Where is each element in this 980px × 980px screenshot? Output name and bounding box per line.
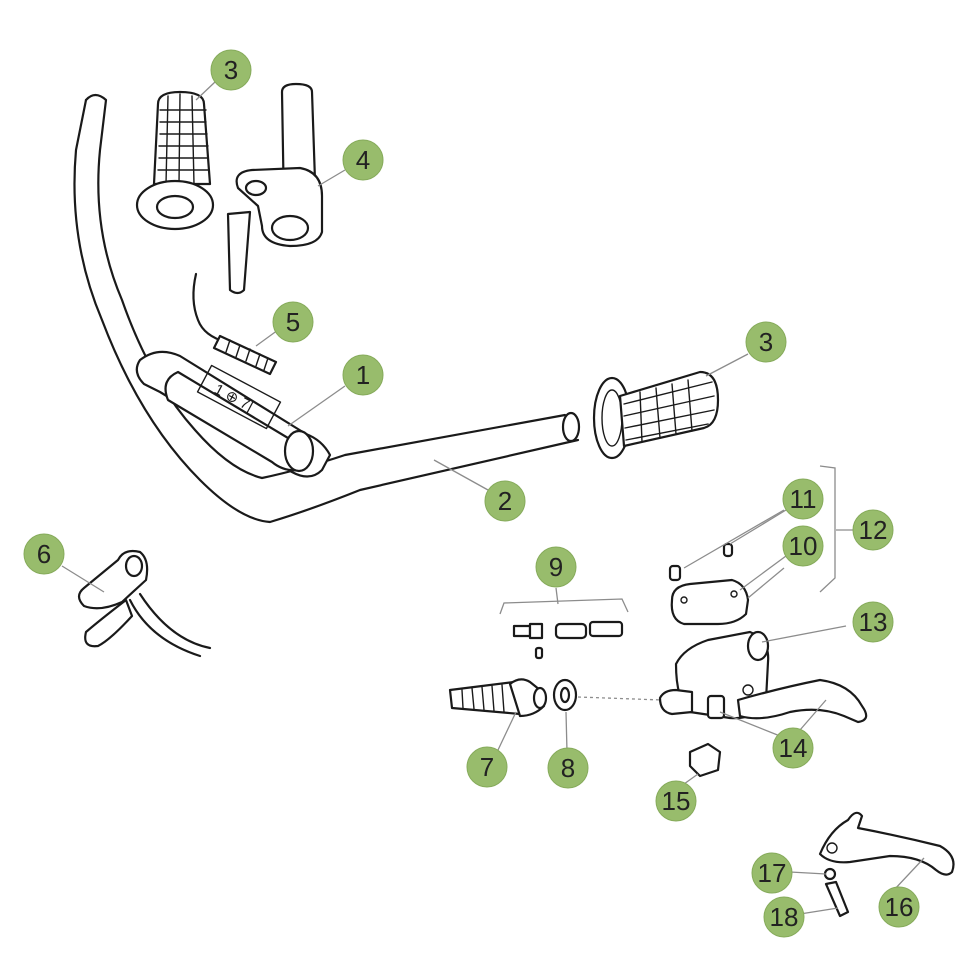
callout-label: 5 <box>286 307 300 337</box>
reservoir-cap-drawing <box>668 542 750 626</box>
master-cylinder-drawing <box>658 630 868 724</box>
grip-top-drawing <box>135 90 215 231</box>
callout-label: 16 <box>885 892 914 922</box>
grip-right-drawing <box>592 370 720 460</box>
group-bracket-12 <box>819 465 836 593</box>
washer-drawing <box>552 678 663 712</box>
adjuster-set-drawing <box>499 598 629 660</box>
callout-badge: 10 <box>782 525 824 567</box>
callout-label: 10 <box>789 531 818 561</box>
callout-badge: 13 <box>852 601 894 643</box>
callout-label: 12 <box>859 515 888 545</box>
callout-label: 14 <box>779 733 808 763</box>
callout-badges: 3 4 5 1 3 2 6 9 <box>23 49 920 938</box>
adjuster-sleeve-drawing <box>448 678 548 718</box>
spare-lever-drawing <box>818 811 955 918</box>
callout-badge: 3 <box>745 321 787 363</box>
callout-label: 1 <box>356 360 370 390</box>
callout-badge: 5 <box>272 301 314 343</box>
callout-label: 15 <box>662 786 691 816</box>
callout-label: 3 <box>224 55 238 85</box>
callout-badge: 6 <box>23 533 65 575</box>
callout-badge: 1 <box>342 354 384 396</box>
callout-label: 2 <box>498 486 512 516</box>
callout-badge: 4 <box>342 139 384 181</box>
callout-badge: 16 <box>878 886 920 928</box>
callout-badge: 11 <box>782 478 824 520</box>
callout-label: 7 <box>480 752 494 782</box>
bar-pad-drawing: 1 ⊕ 7| <box>135 350 332 478</box>
leader-lines <box>61 81 925 915</box>
callout-badge: 8 <box>547 747 589 789</box>
callout-label: 4 <box>356 145 370 175</box>
callout-badge: 7 <box>466 746 508 788</box>
callout-badge: 12 <box>852 509 894 551</box>
callout-badge: 2 <box>484 480 526 522</box>
callout-badge: 3 <box>210 49 252 91</box>
callout-label: 8 <box>561 753 575 783</box>
callout-badge: 14 <box>772 727 814 769</box>
nut-drawing <box>688 742 722 778</box>
callout-label: 11 <box>790 484 817 514</box>
throttle-cable-drawing <box>192 272 278 376</box>
callout-badge: 18 <box>763 896 805 938</box>
callout-badge: 17 <box>751 852 793 894</box>
clamp-drawing <box>77 549 212 658</box>
throttle-tube-drawing <box>226 82 324 295</box>
callout-label: 3 <box>759 327 773 357</box>
callout-label: 9 <box>549 552 563 582</box>
callout-label: 18 <box>770 902 799 932</box>
callout-label: 17 <box>758 858 787 888</box>
callout-badge: 9 <box>535 546 577 588</box>
callout-badge: 15 <box>655 780 697 822</box>
callout-label: 6 <box>37 539 51 569</box>
callout-label: 13 <box>859 607 888 637</box>
